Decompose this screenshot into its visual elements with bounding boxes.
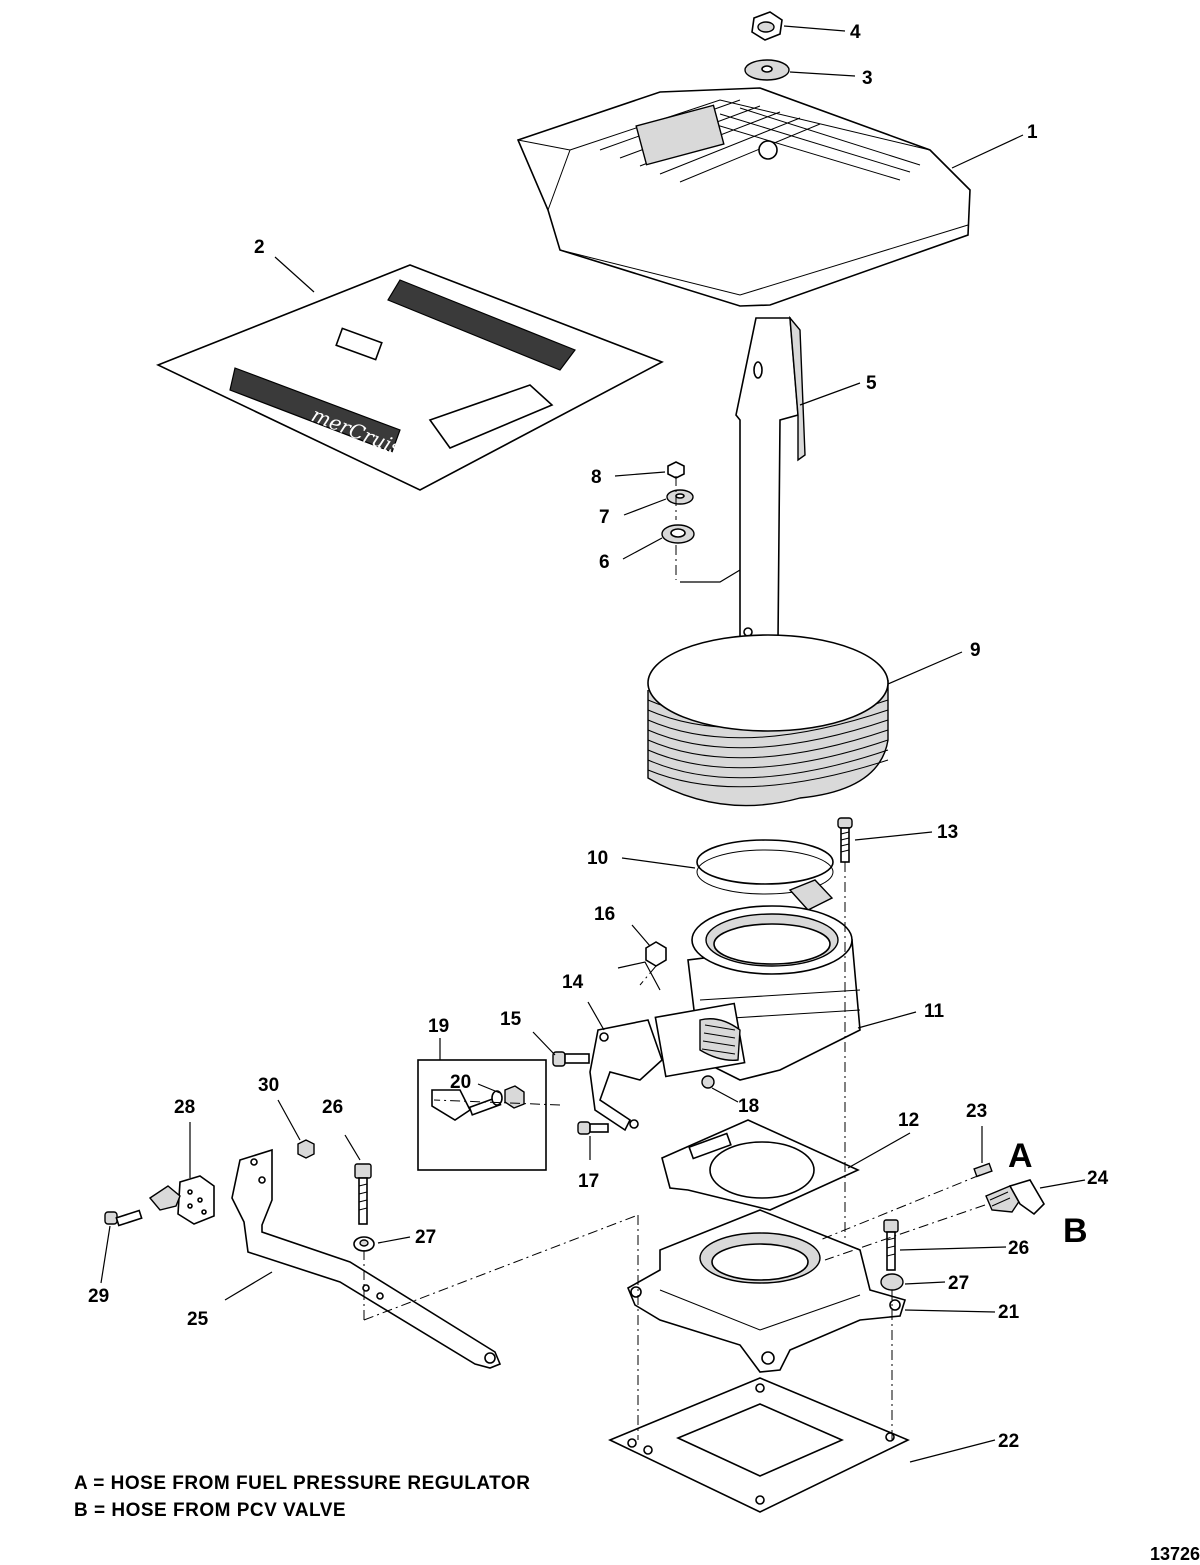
part-1-engine-cover bbox=[516, 87, 971, 307]
figure-number: 13726 bbox=[1150, 1544, 1200, 1564]
callout-25: 25 bbox=[187, 1309, 209, 1330]
part-9-flame-arrestor bbox=[647, 634, 889, 807]
callout-26-right: 26 bbox=[1008, 1238, 1029, 1259]
part-2-decal-sheet: merCruiser bbox=[156, 264, 664, 491]
legend-line-a: A = HOSE FROM FUEL PRESSURE REGULATOR bbox=[74, 1473, 530, 1494]
callout-26-left: 26 bbox=[322, 1097, 343, 1118]
callout-22: 22 bbox=[998, 1431, 1019, 1452]
part-30-nut bbox=[297, 1139, 315, 1159]
part-4-nut bbox=[751, 11, 783, 41]
part-24-elbow-fitting bbox=[985, 1179, 1046, 1216]
part-15-screw bbox=[552, 1051, 590, 1067]
part-29-screw bbox=[104, 1209, 143, 1227]
legend-line-b: B = HOSE FROM PCV VALVE bbox=[74, 1500, 346, 1521]
callout-29: 29 bbox=[88, 1286, 109, 1307]
part-23-fitting bbox=[973, 1162, 993, 1178]
callout-14: 14 bbox=[562, 972, 584, 993]
part-10-clamp bbox=[696, 839, 834, 911]
callout-12: 12 bbox=[898, 1110, 919, 1131]
part-27-spacer-left bbox=[353, 1236, 375, 1252]
part-19-kit-box bbox=[417, 1038, 547, 1171]
part-27-spacer-right bbox=[880, 1273, 904, 1291]
callout-28: 28 bbox=[174, 1097, 195, 1118]
callout-30: 30 bbox=[258, 1075, 279, 1096]
callout-17: 17 bbox=[578, 1171, 599, 1192]
callout-27-right: 27 bbox=[948, 1273, 969, 1294]
callout-1: 1 bbox=[1027, 122, 1038, 143]
callout-19: 19 bbox=[428, 1016, 449, 1037]
part-26-screw-right bbox=[883, 1219, 899, 1271]
part-28-switch-bracket bbox=[148, 1175, 215, 1225]
callout-4: 4 bbox=[850, 22, 861, 43]
part-14-cable-bracket bbox=[589, 1019, 663, 1132]
callout-16: 16 bbox=[594, 904, 615, 925]
part-12-gasket bbox=[661, 1119, 860, 1211]
alignment-lines bbox=[363, 476, 986, 1440]
leader-lines bbox=[100, 25, 1086, 1463]
part-16-nut bbox=[645, 941, 667, 967]
callout-27-left: 27 bbox=[415, 1227, 436, 1248]
callout-numbers: 4 3 1 2 5 8 7 6 9 10 13 16 14 15 19 11 2… bbox=[88, 22, 1109, 1452]
callout-2: 2 bbox=[254, 237, 265, 258]
callout-23: 23 bbox=[966, 1101, 987, 1122]
part-22-base-gasket bbox=[608, 1377, 910, 1513]
part-7-washer bbox=[666, 489, 694, 505]
part-18-screw bbox=[701, 1075, 715, 1089]
part-17-screw bbox=[577, 1121, 609, 1135]
hose-label-b: B bbox=[1063, 1212, 1088, 1250]
part-11-throttle-body bbox=[654, 905, 861, 1081]
part-13-screw bbox=[837, 817, 853, 863]
callout-10: 10 bbox=[587, 848, 608, 869]
part-5-bracket bbox=[735, 315, 806, 649]
callout-21: 21 bbox=[998, 1302, 1020, 1323]
callout-9: 9 bbox=[970, 640, 981, 661]
part-26-screw-left bbox=[354, 1163, 372, 1225]
callout-8: 8 bbox=[591, 467, 602, 488]
part-6-grommet bbox=[661, 524, 695, 544]
callout-6: 6 bbox=[599, 552, 610, 573]
callout-13: 13 bbox=[937, 822, 958, 843]
callout-11: 11 bbox=[924, 1001, 945, 1022]
part-25-throttle-bracket bbox=[231, 1148, 502, 1369]
callout-15: 15 bbox=[500, 1009, 522, 1030]
callout-20: 20 bbox=[450, 1072, 471, 1093]
callout-7: 7 bbox=[599, 507, 610, 528]
callout-24: 24 bbox=[1087, 1168, 1109, 1189]
callout-3: 3 bbox=[862, 68, 873, 89]
part-3-washer bbox=[744, 59, 790, 81]
part-21-adapter bbox=[626, 1209, 907, 1373]
hose-label-a: A bbox=[1008, 1137, 1033, 1175]
callout-5: 5 bbox=[866, 373, 877, 394]
part-8-nut bbox=[667, 461, 685, 479]
callout-18: 18 bbox=[738, 1096, 759, 1117]
